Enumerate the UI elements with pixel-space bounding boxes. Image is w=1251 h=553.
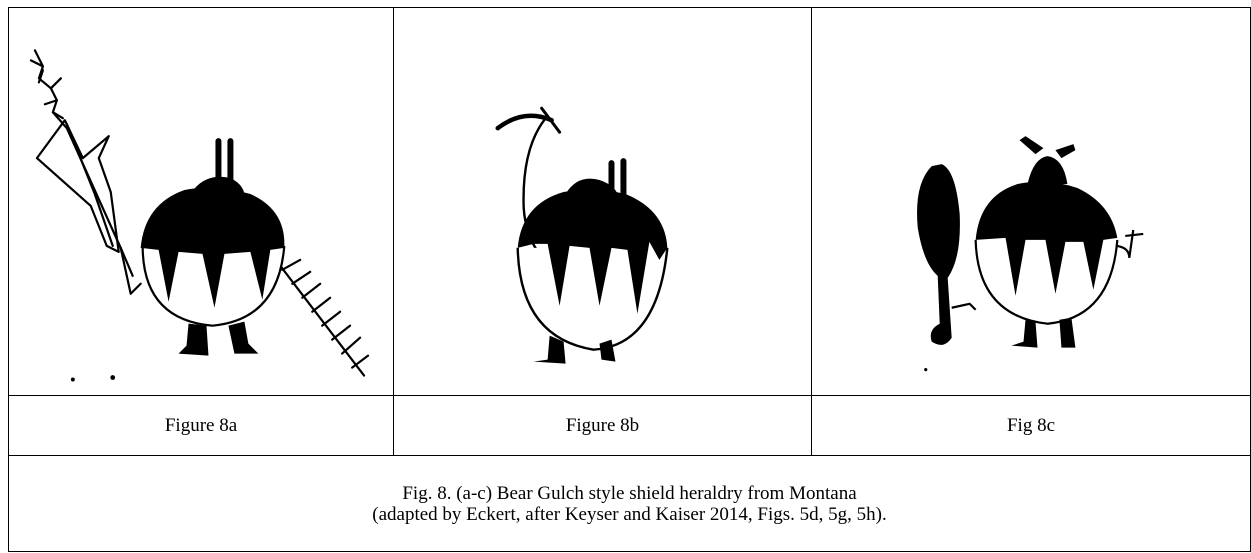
figure-caption: Fig. 8. (a-c) Bear Gulch style shield he… bbox=[8, 455, 1251, 552]
label-row: Figure 8a Figure 8b Fig 8c bbox=[8, 395, 1251, 456]
caption-row: Fig. 8. (a-c) Bear Gulch style shield he… bbox=[8, 455, 1251, 552]
caption-line-1: Fig. 8. (a-c) Bear Gulch style shield he… bbox=[402, 482, 857, 504]
figure-8c-label: Fig 8c bbox=[811, 395, 1251, 456]
figure-8b-image bbox=[393, 7, 812, 396]
figure-8a-drawing bbox=[29, 49, 370, 382]
caption-line-2: (adapted by Eckert, after Keyser and Kai… bbox=[372, 503, 887, 525]
figure-8a-label: Figure 8a bbox=[8, 395, 394, 456]
figure-8a-image bbox=[8, 7, 394, 396]
image-row bbox=[8, 7, 1251, 396]
figure-8b-drawing bbox=[495, 106, 669, 364]
figure-8c-image bbox=[811, 7, 1251, 396]
figure-8b-label: Figure 8b bbox=[393, 395, 812, 456]
figure-8c-drawing bbox=[917, 136, 1144, 372]
figure-table: Figure 8a Figure 8b Fig 8c Fig. 8. (a-c)… bbox=[8, 7, 1251, 552]
